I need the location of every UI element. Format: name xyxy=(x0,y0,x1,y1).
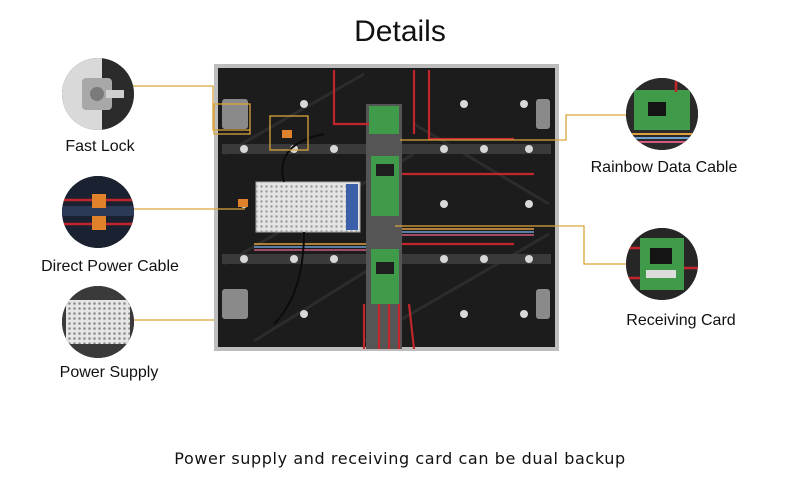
rainbow-data-cable-thumbnail xyxy=(626,78,698,150)
led-cabinet-back-image xyxy=(214,64,559,351)
receiving-card-label: Receiving Card xyxy=(626,312,736,329)
direct-power-cable-label: Direct Power Cable xyxy=(41,258,179,275)
power-supply-thumbnail xyxy=(62,286,134,358)
direct-power-cable-thumbnail xyxy=(62,176,134,248)
page-title: Details xyxy=(354,15,446,48)
footer-caption: Power supply and receiving card can be d… xyxy=(174,449,626,468)
fast-lock-thumbnail xyxy=(62,58,134,130)
power-supply-label: Power Supply xyxy=(59,364,159,381)
fast-lock-label: Fast Lock xyxy=(65,138,135,155)
rainbow-data-cable-label: Rainbow Data Cable xyxy=(590,159,738,176)
receiving-card-thumbnail xyxy=(626,228,698,300)
